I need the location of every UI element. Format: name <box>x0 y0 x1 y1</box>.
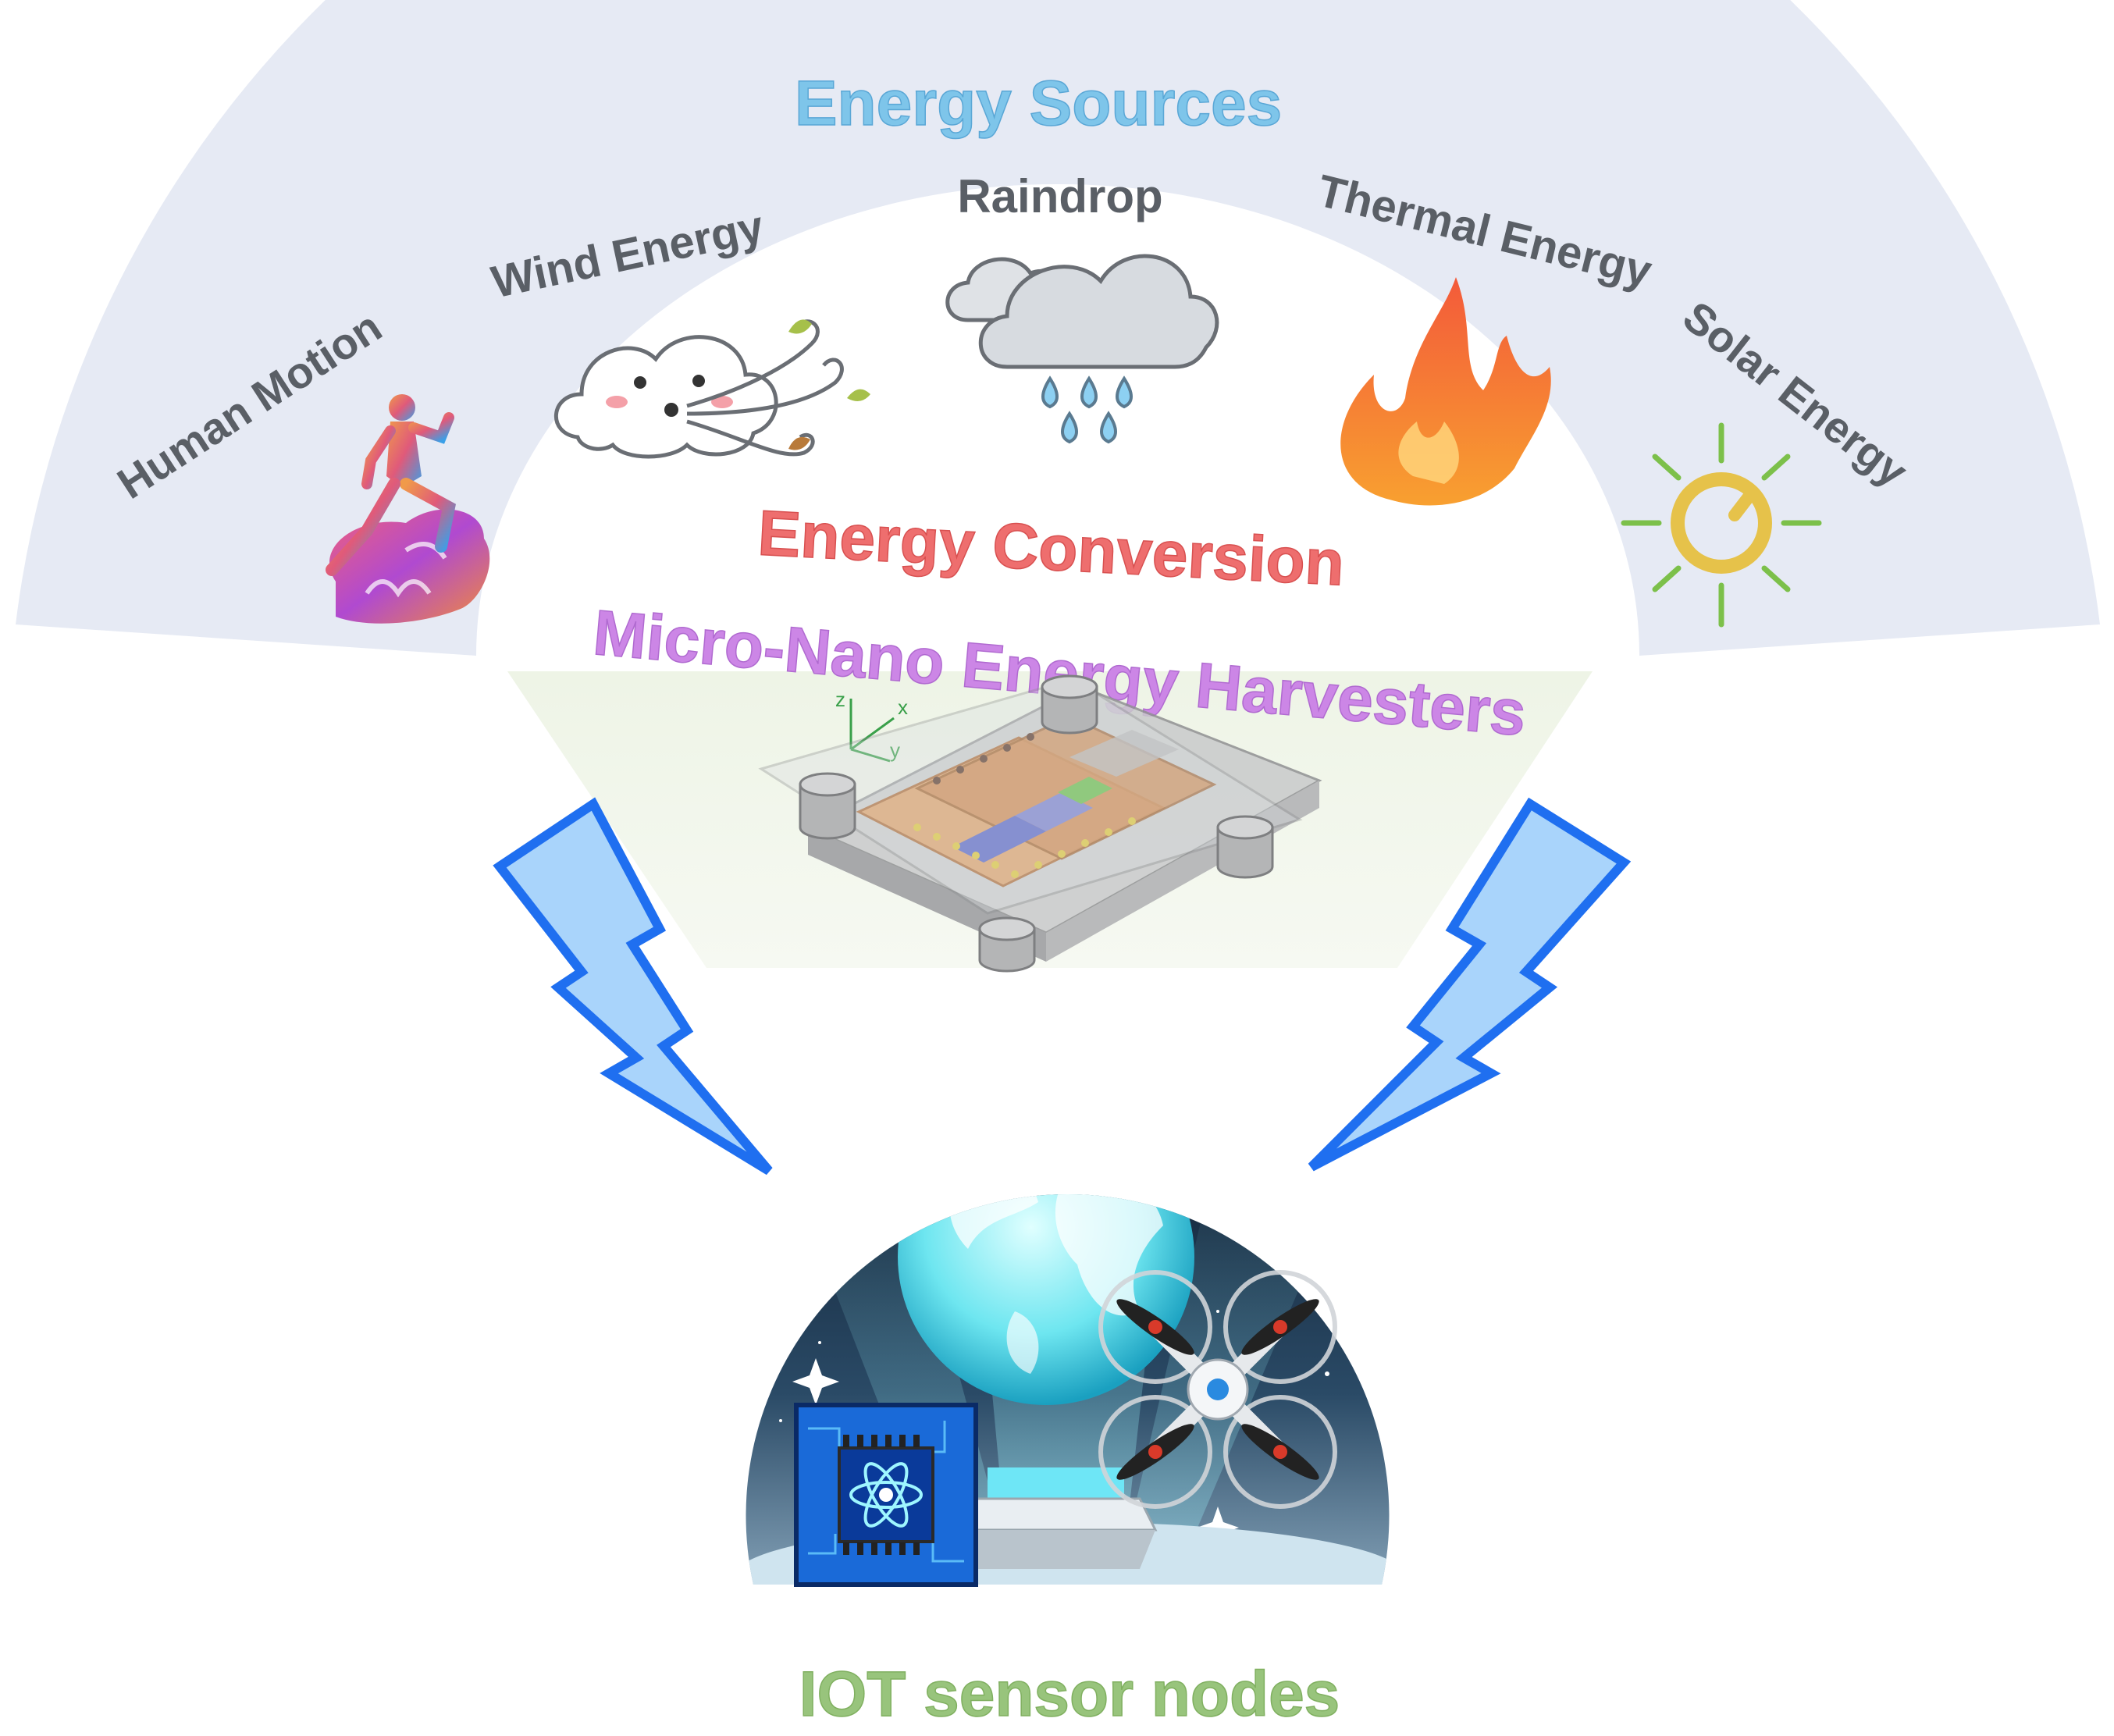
flame-icon <box>1340 277 1551 506</box>
source-label-raindrop: Raindrop <box>957 170 1162 222</box>
axis-x-label: x <box>898 695 908 719</box>
energy-sources-band <box>16 0 2100 656</box>
axis-z-label: z <box>835 688 845 711</box>
lightning-bolt-left-icon <box>493 797 773 1176</box>
harvester-device-icon: z x y <box>758 674 1322 973</box>
chip-icon <box>794 1403 978 1587</box>
drone-icon <box>1098 1270 1337 1509</box>
runner-icon <box>326 394 490 624</box>
sun-icon <box>1621 422 1822 628</box>
iot-dome-illustration <box>746 1194 1390 1587</box>
globe-icon <box>898 1194 1194 1405</box>
wind-cloud-icon <box>554 319 870 459</box>
energy-conversion-heading: Energy Conversion <box>756 497 1347 599</box>
energy-sources-title: Energy Sources <box>795 68 1282 139</box>
axis-y-label: y <box>890 738 900 762</box>
rain-cloud-icon <box>945 254 1219 444</box>
iot-sensor-nodes-label: IOT sensor nodes <box>799 1659 1340 1730</box>
lightning-bolt-right-icon <box>1308 797 1632 1172</box>
